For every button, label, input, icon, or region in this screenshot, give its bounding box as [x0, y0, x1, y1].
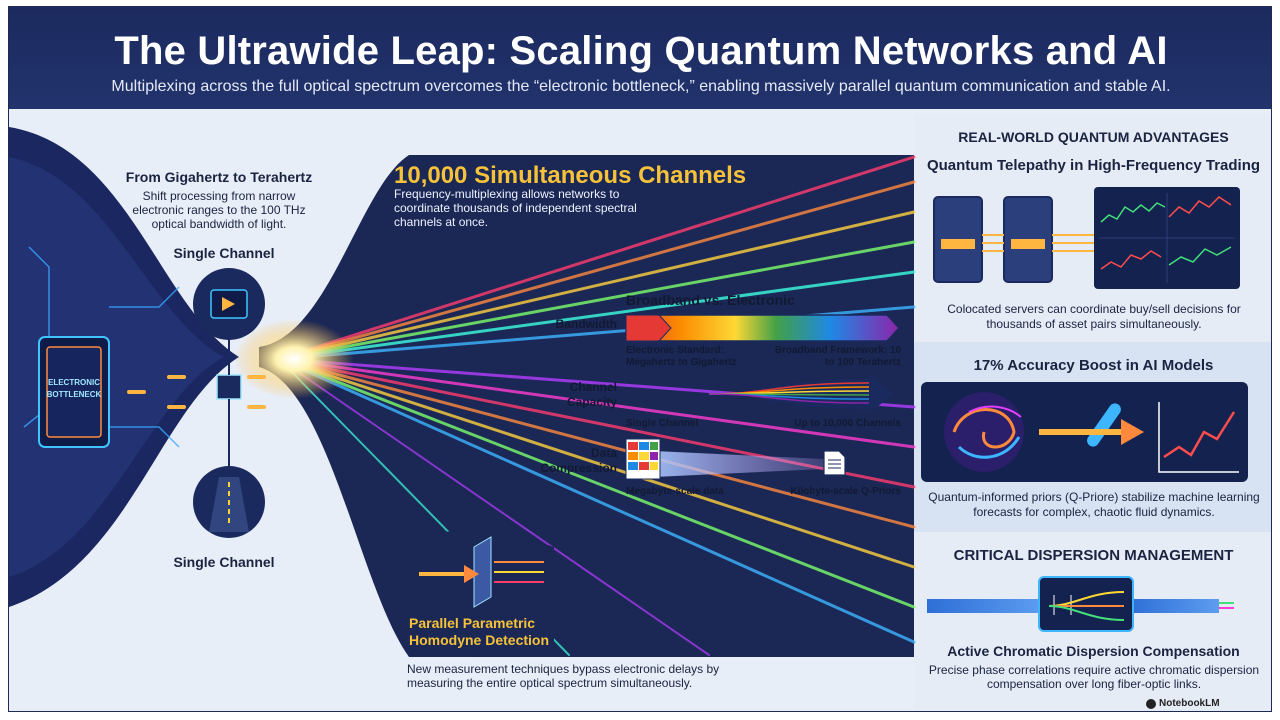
compression-right-caption: Kilobyte-scale Q-Priors — [790, 486, 901, 497]
main-graphic: ELECTRONIC BOTTLENECK — [9, 127, 1248, 709]
bandwidth-label: Bandwidth — [555, 317, 617, 331]
comparison-title: Broadband vs. Electronic — [626, 292, 795, 308]
single-channel-bottom-icon — [193, 466, 265, 538]
trading-description: Colocated servers can coordinate buy/sel… — [947, 302, 1241, 331]
electronic-bottleneck-chip: ELECTRONIC BOTTLENECK — [38, 336, 110, 448]
spreadsheet-icon — [625, 438, 661, 480]
infographic-page: The Ultrawide Leap: Scaling Quantum Netw… — [8, 6, 1272, 712]
homodyne-heading: Parallel Parametric Homodyne Detection — [409, 615, 550, 648]
data-compression-graphic — [625, 438, 846, 480]
channels-heading: 10,000 Simultaneous Channels — [394, 162, 747, 189]
ai-boost-title: 17% Accuracy Boost in AI Models — [973, 357, 1214, 374]
bandwidth-right-caption: Broadband Framework: 10 to 100 Terahertz — [774, 345, 901, 368]
bandwidth-left-caption: Electronic Standard: Megahertz to Gigahe… — [626, 345, 737, 368]
page-title: The Ultrawide Leap: Scaling Quantum Netw… — [114, 29, 1168, 73]
brand-label: NotebookLM — [1159, 698, 1220, 709]
bandwidth-bar — [625, 314, 901, 342]
advantages-section-title: REAL-WORLD QUANTUM ADVANTAGES — [958, 129, 1229, 145]
svg-text:BOTTLENECK: BOTTLENECK — [47, 390, 102, 399]
dispersion-subtitle: Active Chromatic Dispersion Compensation — [947, 643, 1240, 659]
ai-fluid-dynamics-icon — [921, 382, 1248, 482]
channel-capacity-arrow — [626, 375, 894, 413]
capacity-left-caption: Single Channel — [626, 418, 699, 429]
svg-text:ELECTRONIC: ELECTRONIC — [48, 378, 100, 387]
header-banner: The Ultrawide Leap: Scaling Quantum Netw… — [9, 7, 1271, 109]
dispersion-description: Precise phase correlations require activ… — [928, 663, 1260, 691]
homodyne-description: New measurement techniques bypass electr… — [407, 662, 720, 690]
junction-node — [216, 374, 242, 400]
gigahertz-heading: From Gigahertz to Terahertz — [125, 169, 313, 185]
page-subtitle: Multiplexing across the full optical spe… — [111, 78, 1171, 95]
trading-servers-icon — [933, 196, 1094, 283]
dispersion-compensation-icon — [927, 576, 1234, 632]
ai-boost-description: Quantum-informed priors (Q-Priore) stabi… — [928, 490, 1260, 519]
trading-chart-panel — [1094, 187, 1240, 289]
compression-left-caption: Megabyte-scale data — [626, 486, 724, 497]
document-icon — [823, 450, 846, 476]
channels-description: Frequency-multiplexing allows networks t… — [394, 187, 637, 229]
dispersion-section-title: CRITICAL DISPERSION MANAGEMENT — [953, 547, 1234, 564]
capacity-label: Channel Capacity — [566, 380, 617, 409]
trading-title: Quantum Telepathy in High-Frequency Trad… — [926, 157, 1261, 174]
single-channel-bottom-label: Single Channel — [173, 554, 275, 570]
capacity-right-caption: Up to 10,000 Channels — [794, 418, 901, 429]
homodyne-detector-icon — [404, 530, 554, 657]
notebooklm-logo-icon — [1146, 699, 1156, 709]
spectrum-cone — [259, 155, 914, 657]
gigahertz-description: Shift processing from narrow electronic … — [132, 189, 306, 231]
compression-label: Data Compression — [540, 446, 617, 475]
signal-pulses — [127, 375, 266, 409]
single-channel-top-label: Single Channel — [173, 245, 275, 261]
single-channel-top-icon — [193, 268, 265, 340]
left-swoosh-inner — [9, 157, 224, 577]
